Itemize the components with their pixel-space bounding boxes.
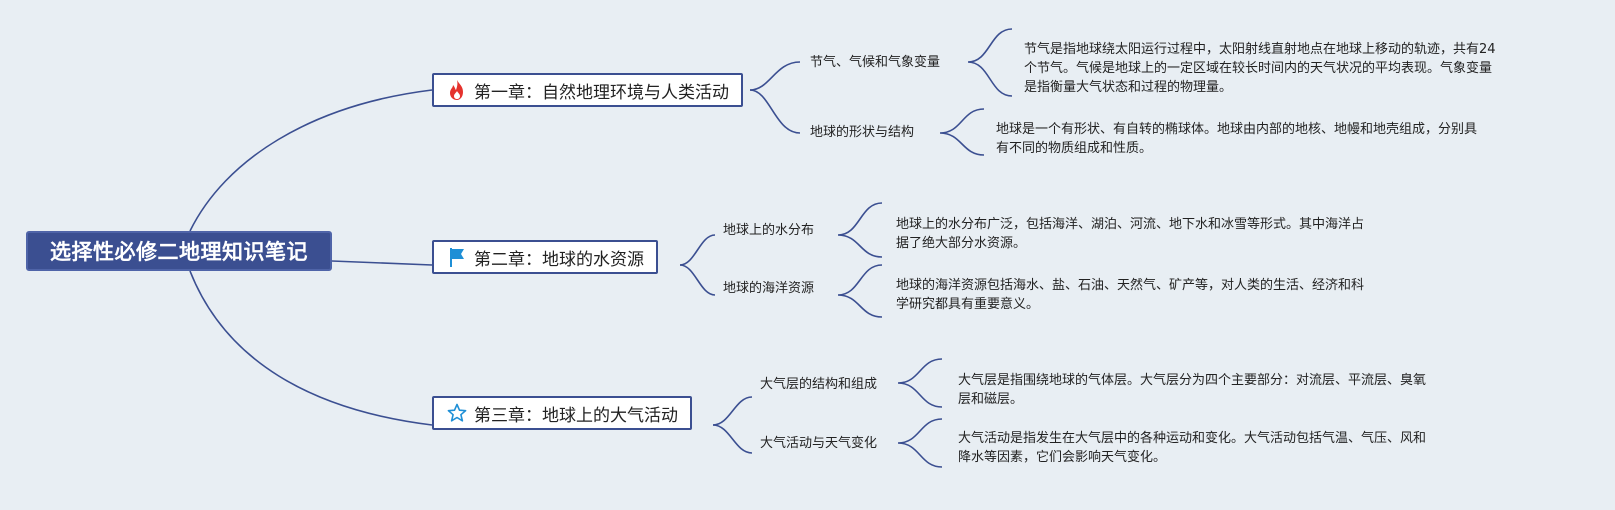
topic-3-1[interactable]: 大气层的结构和组成 xyxy=(760,377,878,392)
topic-2-2-note-bracket xyxy=(837,264,883,318)
chapter-3-title: 第三章：地球上的大气活动 xyxy=(474,405,678,426)
chapter-1-to-topic-2-line xyxy=(749,89,801,134)
root-to-chapter-1-line xyxy=(189,89,433,232)
fire-icon xyxy=(446,79,468,101)
flag-icon xyxy=(446,246,468,268)
star-icon xyxy=(446,402,468,424)
root-topic[interactable]: 选择性必修二地理知识笔记 xyxy=(26,231,332,271)
topic-2-1-note-bracket xyxy=(837,202,883,258)
chapter-3-to-topic-2-line xyxy=(712,424,753,454)
root-to-chapter-3-line xyxy=(189,270,433,426)
note-1-2[interactable]: 地球是一个有形状、有自转的椭球体。地球由内部的地核、地幔和地壳组成，分别具有不同… xyxy=(996,122,1478,156)
chapter-1-node[interactable]: 第一章：自然地理环境与人类活动 xyxy=(432,73,743,107)
topic-1-1[interactable]: 节气、气候和气象变量 xyxy=(810,55,941,70)
chapter-3-to-topic-1-line xyxy=(712,396,753,426)
chapter-2-to-topic-1-line xyxy=(679,234,716,266)
note-2-2[interactable]: 地球的海洋资源包括海水、盐、石油、天然气、矿产等，对人类的生活、经济和科学研究都… xyxy=(896,278,1365,312)
chapter-2-to-topic-2-line xyxy=(679,264,716,296)
chapter-2-node[interactable]: 第二章：地球的水资源 xyxy=(432,240,658,274)
topic-1-2-note-bracket xyxy=(939,108,985,156)
topic-3-2[interactable]: 大气活动与天气变化 xyxy=(760,436,878,451)
topic-3-2-note-bracket xyxy=(897,418,943,468)
chapter-2-title: 第二章：地球的水资源 xyxy=(474,249,644,270)
note-1-1[interactable]: 节气是指地球绕太阳运行过程中，太阳射线直射地点在地球上移动的轨迹，共有24个节气… xyxy=(1024,42,1496,95)
chapter-1-to-topic-1-line xyxy=(749,61,801,91)
topic-1-1-note-bracket xyxy=(967,28,1013,97)
chapter-1-title: 第一章：自然地理环境与人类活动 xyxy=(474,82,729,103)
note-3-1[interactable]: 大气层是指围绕地球的气体层。大气层分为四个主要部分：对流层、平流层、臭氧层和磁层… xyxy=(958,373,1427,407)
topic-2-1[interactable]: 地球上的水分布 xyxy=(723,223,815,238)
root-to-chapter-2-line xyxy=(331,260,433,266)
chapter-3-node[interactable]: 第三章：地球上的大气活动 xyxy=(432,396,692,430)
note-3-2[interactable]: 大气活动是指发生在大气层中的各种运动和变化。大气活动包括气温、气压、风和降水等因… xyxy=(958,431,1427,465)
topic-1-2[interactable]: 地球的形状与结构 xyxy=(810,125,915,140)
topic-2-2[interactable]: 地球的海洋资源 xyxy=(723,281,815,296)
topic-3-1-note-bracket xyxy=(897,358,943,408)
note-2-1[interactable]: 地球上的水分布广泛，包括海洋、湖泊、河流、地下水和冰雪等形式。其中海洋占据了绝大… xyxy=(896,217,1365,251)
